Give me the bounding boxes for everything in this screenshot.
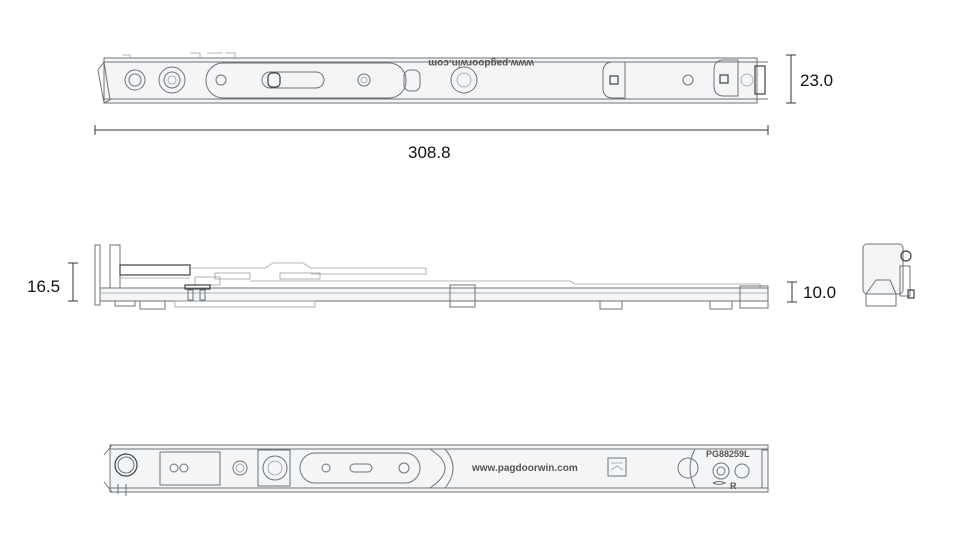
website-marking-top: www.pagdoorwin.com <box>428 57 535 68</box>
svg-text:23.0: 23.0 <box>800 71 833 90</box>
dimension-length: 308.8 <box>94 125 769 162</box>
svg-text:308.8: 308.8 <box>408 143 451 162</box>
svg-text:10.0: 10.0 <box>803 283 836 302</box>
part-number: PG88259L <box>706 449 750 459</box>
website-marking-bottom: www.pagdoorwin.com <box>471 463 578 474</box>
top-view: www.pagdoorwin.com <box>97 52 768 104</box>
side-mark: R <box>730 481 737 491</box>
bottom-view: www.pagdoorwin.com PG88259L R <box>103 444 769 496</box>
arrow-icon <box>712 481 727 485</box>
svg-text:16.5: 16.5 <box>27 277 60 296</box>
dimension-height-side: 16.5 <box>27 262 78 302</box>
side-view <box>94 244 769 310</box>
dimension-height-end: 10.0 <box>787 281 836 303</box>
end-view <box>862 243 915 307</box>
dimension-width-top: 23.0 <box>786 54 833 104</box>
